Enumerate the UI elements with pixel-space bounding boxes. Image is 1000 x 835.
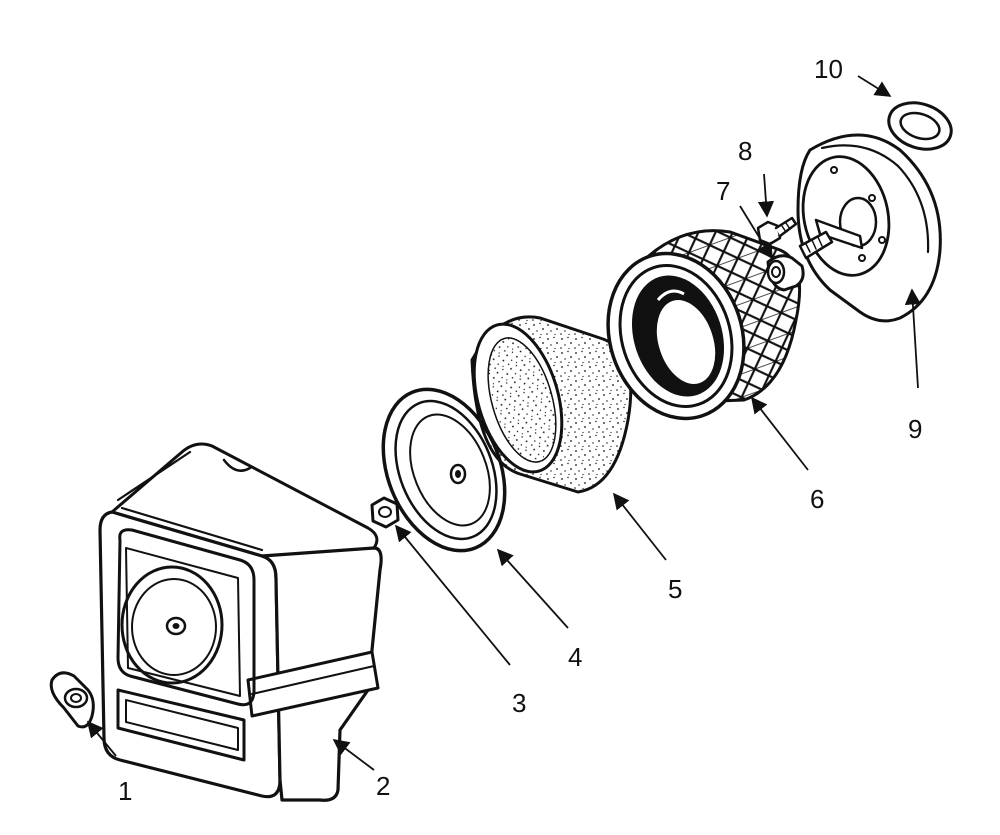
callout-2: 2 <box>376 771 390 801</box>
callout-5: 5 <box>668 574 682 604</box>
gasket-part <box>887 101 953 151</box>
spacer-part <box>766 254 805 292</box>
callout-9: 9 <box>908 414 922 444</box>
callout-labels: 1 2 3 4 5 6 7 8 9 10 <box>118 54 922 806</box>
screw-part <box>756 216 798 246</box>
wing-nut-part <box>49 671 95 729</box>
callout-8: 8 <box>738 136 752 166</box>
leader-9 <box>904 288 921 389</box>
leader-3 <box>394 524 511 666</box>
leader-5 <box>612 492 667 561</box>
filter-element-part <box>606 229 802 421</box>
hex-nut-part <box>370 496 400 529</box>
leader-4 <box>496 548 569 629</box>
leader-8 <box>757 173 775 218</box>
leader-10 <box>857 75 892 97</box>
cover-part <box>98 442 383 802</box>
leader-lines <box>86 75 921 771</box>
base-plate-part <box>381 387 507 553</box>
precleaner-part <box>470 315 633 494</box>
leader-2 <box>332 739 375 771</box>
callout-6: 6 <box>810 484 824 514</box>
callout-1: 1 <box>118 776 132 806</box>
back-plate-part <box>796 133 942 323</box>
callout-4: 4 <box>568 642 582 672</box>
leader-7 <box>739 205 773 260</box>
leader-1 <box>86 720 117 757</box>
callout-7: 7 <box>716 176 730 206</box>
leader-6 <box>751 396 809 471</box>
callout-3: 3 <box>512 688 526 718</box>
callout-10: 10 <box>814 54 843 84</box>
